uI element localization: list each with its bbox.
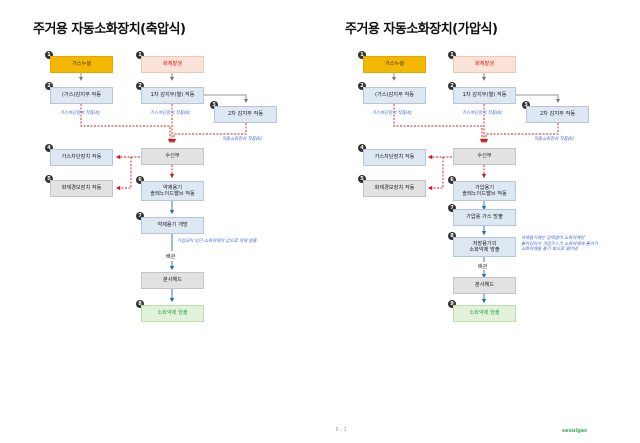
second-detector-box: 2차 감지부 작동 [214, 106, 277, 123]
step-badge: 2 [136, 82, 144, 90]
gas-release-box: 가압용 가스 방출 [453, 209, 516, 226]
fire-alarm-box: 화재경보장치 작동 [363, 180, 426, 197]
gas-cutoff-box: 가스차단장치 작동 [363, 149, 426, 166]
explain-line-3: 소화약제를 용기 밖으로 밀어냄 [521, 247, 578, 253]
gas-detector-box: (가스)감지부 작동 [50, 87, 113, 104]
discharge-box: 소화약제 방출 [453, 305, 516, 322]
fire-box: 화재발생 [453, 56, 516, 73]
step-badge: 2 [448, 82, 456, 90]
step-badge: 8 [136, 300, 144, 308]
first-detector-box: 1차 감지부(열) 작동 [141, 87, 204, 104]
solenoid-line-1: 약제용기 [162, 184, 183, 191]
step-badge: 8 [448, 232, 456, 240]
nozzle-box: 분사헤드 [453, 277, 516, 294]
left-signal-lines [80, 104, 247, 191]
receiver-box: 수신부 [141, 148, 204, 165]
fire-box: 화재발생 [141, 56, 204, 73]
right-signal-lines [393, 104, 559, 191]
step-badge: 6 [448, 176, 456, 184]
signal-note: 가스차단장치 작동(4) [462, 111, 502, 116]
step-badge: 4 [358, 144, 366, 152]
gas-cutoff-box: 가스차단장치 작동 [50, 149, 113, 166]
solenoid-line-2: 솔레노이드밸브 작동 [462, 191, 507, 197]
step-badge: 7 [136, 212, 144, 220]
step-badge: 3 [210, 101, 218, 109]
second-detector-box: 2차 감지부 작동 [526, 106, 589, 123]
pipe-label: 배관 [478, 264, 488, 270]
step-badge: 5 [45, 175, 53, 183]
explain-line-1: 약제용기에는 압력없이 소화약제만 [521, 236, 585, 241]
pipe-label: 배관 [166, 254, 176, 260]
discharge-box: 소화약제 방출 [141, 305, 204, 322]
storage-discharge-box: 저장용기의 소화약제 방출 [453, 237, 516, 257]
gas-leak-box: 가스누설 [50, 56, 113, 73]
signal-note: 가스차단장치 작동(4) [150, 111, 190, 116]
signal-note: 자동소화장치 작동(6) [534, 137, 574, 142]
signal-note: 가스차단장치 작동(4) [60, 111, 100, 116]
brand-logo: seoulgas [562, 428, 588, 434]
fire-alarm-box: 화재경보장치 작동 [50, 180, 113, 197]
step-badge: 7 [448, 204, 456, 212]
solenoid-valve-box: 약제용기 솔레노이드밸브 작동 [141, 181, 204, 201]
left-gray-arrows [79, 72, 248, 103]
gas-leak-box: 가스누설 [363, 56, 426, 73]
step-badge: 2 [358, 82, 366, 90]
step-badge: 1 [45, 51, 53, 59]
signal-note: 자동소화장치 작동(6) [222, 137, 262, 142]
pressure-note: 가압되어 있던 소화약제의 압으로 약제 방출 [177, 239, 257, 244]
step-badge: 1 [358, 51, 366, 59]
right-gray-arrows [392, 72, 560, 103]
right-diagram-title: 주거용 자동소화장치(가압식) [345, 22, 498, 37]
solenoid-line-1: 가압용기 [474, 184, 495, 191]
step-badge: 4 [45, 144, 53, 152]
storage-line-2: 소화약제 방출 [469, 247, 500, 253]
step-badge: 1 [448, 51, 456, 59]
solenoid-line-2: 솔레노이드밸브 작동 [150, 191, 195, 197]
nozzle-box: 분사헤드 [141, 272, 204, 289]
container-open-box: 약제용기 개방 [141, 217, 204, 234]
gas-detector-box: (가스)감지부 작동 [363, 87, 426, 104]
step-badge: 1 [136, 51, 144, 59]
storage-line-1: 저장용기의 [472, 240, 497, 247]
step-badge: 3 [522, 101, 530, 109]
first-detector-box: 1차 감지부(열) 작동 [453, 87, 516, 104]
signal-note: 가스차단장치 작동(4) [372, 111, 412, 116]
explain-note: 약제용기에는 압력없이 소화약제만 들어있어서 가압가스가 소화약제에 들어가 … [521, 236, 598, 253]
page-number: Ⅱ - 1 [336, 427, 347, 433]
step-badge: 2 [45, 82, 53, 90]
solenoid-valve-box: 가압용기 솔레노이드밸브 작동 [453, 181, 516, 201]
step-badge: 5 [358, 175, 366, 183]
explain-line-2: 들어있어서 가압가스가 소화약제에 들어가 [521, 241, 598, 247]
left-diagram-title: 주거용 자동소화장치(축압식) [33, 22, 186, 37]
receiver-box: 수신부 [453, 148, 516, 165]
step-badge: 9 [448, 300, 456, 308]
step-badge: 6 [136, 176, 144, 184]
